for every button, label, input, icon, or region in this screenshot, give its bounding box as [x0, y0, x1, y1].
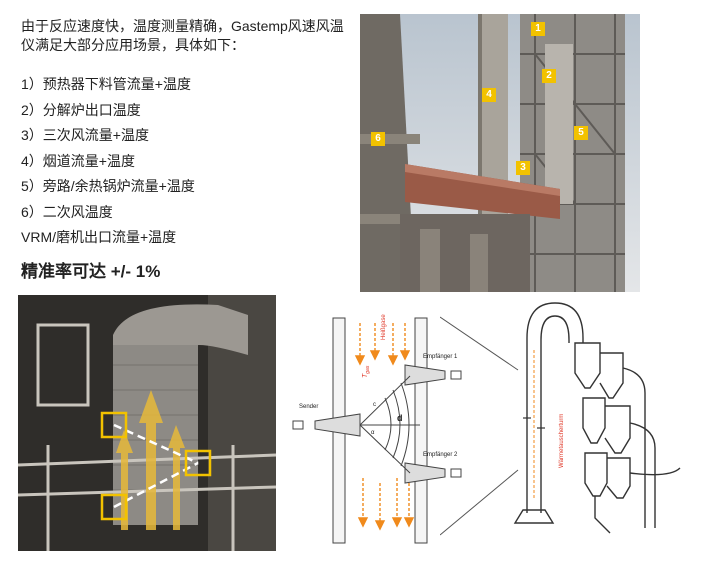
marker-badge: 3 [516, 161, 530, 175]
plant-photo: 1 2 4 6 3 5 [360, 14, 640, 292]
list-item: 1）预热器下料管流量+温度 [21, 76, 191, 92]
intro-text: 由于反应速度快，温度测量精确，Gastemp风速风温仪满足大部分应用场景，具体如… [21, 18, 344, 53]
marker-badge: 5 [574, 126, 588, 140]
marker-badge: 4 [482, 88, 496, 102]
tower-label: Wärmetauscherturm [559, 414, 565, 468]
t-gas-label: Tgas [362, 365, 371, 378]
list-item: 6）二次风温度 [21, 203, 113, 220]
alpha-label: α [371, 430, 375, 436]
list-item: 2）分解炉出口温度 [21, 101, 141, 118]
gas-label: Heißgase [381, 314, 387, 340]
connector-lines [440, 316, 519, 536]
installation-photo [18, 295, 276, 551]
distance-label: d [397, 413, 403, 423]
sender-label: Sender [299, 404, 318, 410]
c-label: c [373, 402, 376, 408]
list-item: 3）三次风流量+温度 [21, 127, 149, 143]
list-item: 4）烟道流量+温度 [21, 152, 135, 169]
receiver1-label: Empfänger 1 [423, 354, 458, 360]
marker-badge: 2 [542, 69, 556, 83]
marker-badge: 6 [371, 132, 385, 146]
marker-badge: 1 [531, 22, 545, 36]
heat-exchanger-diagram: Wärmetauscherturm [505, 298, 690, 538]
list-item: 5）旁路/余热锅炉流量+温度 [21, 178, 195, 194]
measurement-diagram: Sender Empfänger 1 Empfänger 2 Heißgase … [285, 298, 465, 548]
list-item: VRM/磨机出口流量+温度 [21, 229, 177, 245]
application-list: 1）预热器下料管流量+温度 2）分解炉出口温度 3）三次风流量+温度 4）烟道流… [21, 74, 351, 253]
receiver2-label: Empfänger 2 [423, 452, 458, 458]
accuracy-statement: 精准率可达 +/- 1% [21, 262, 161, 281]
